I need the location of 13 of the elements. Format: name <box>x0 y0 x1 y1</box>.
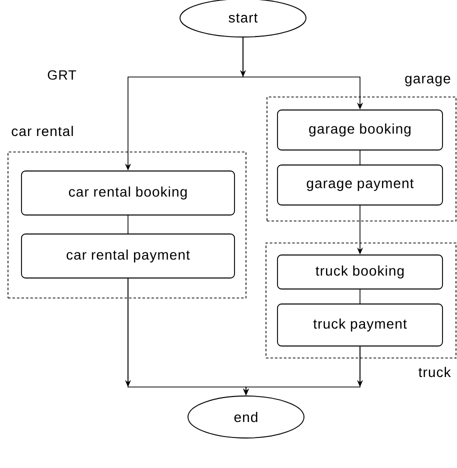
group-heading: car rental <box>12 126 73 136</box>
process-box: car rental payment <box>21 234 235 278</box>
group-frame <box>8 152 246 298</box>
diagram-label: GRT <box>48 70 76 80</box>
process-box: car rental booking <box>21 170 235 216</box>
process-box: garage payment <box>277 164 443 206</box>
group-heading: garage <box>405 76 450 86</box>
process-box: truck payment <box>277 304 443 346</box>
group-frame <box>266 242 456 358</box>
group-heading: truck <box>418 366 451 378</box>
process-box: garage booking <box>277 110 443 150</box>
process-box: truck booking <box>277 254 443 290</box>
group-frame <box>266 96 456 222</box>
